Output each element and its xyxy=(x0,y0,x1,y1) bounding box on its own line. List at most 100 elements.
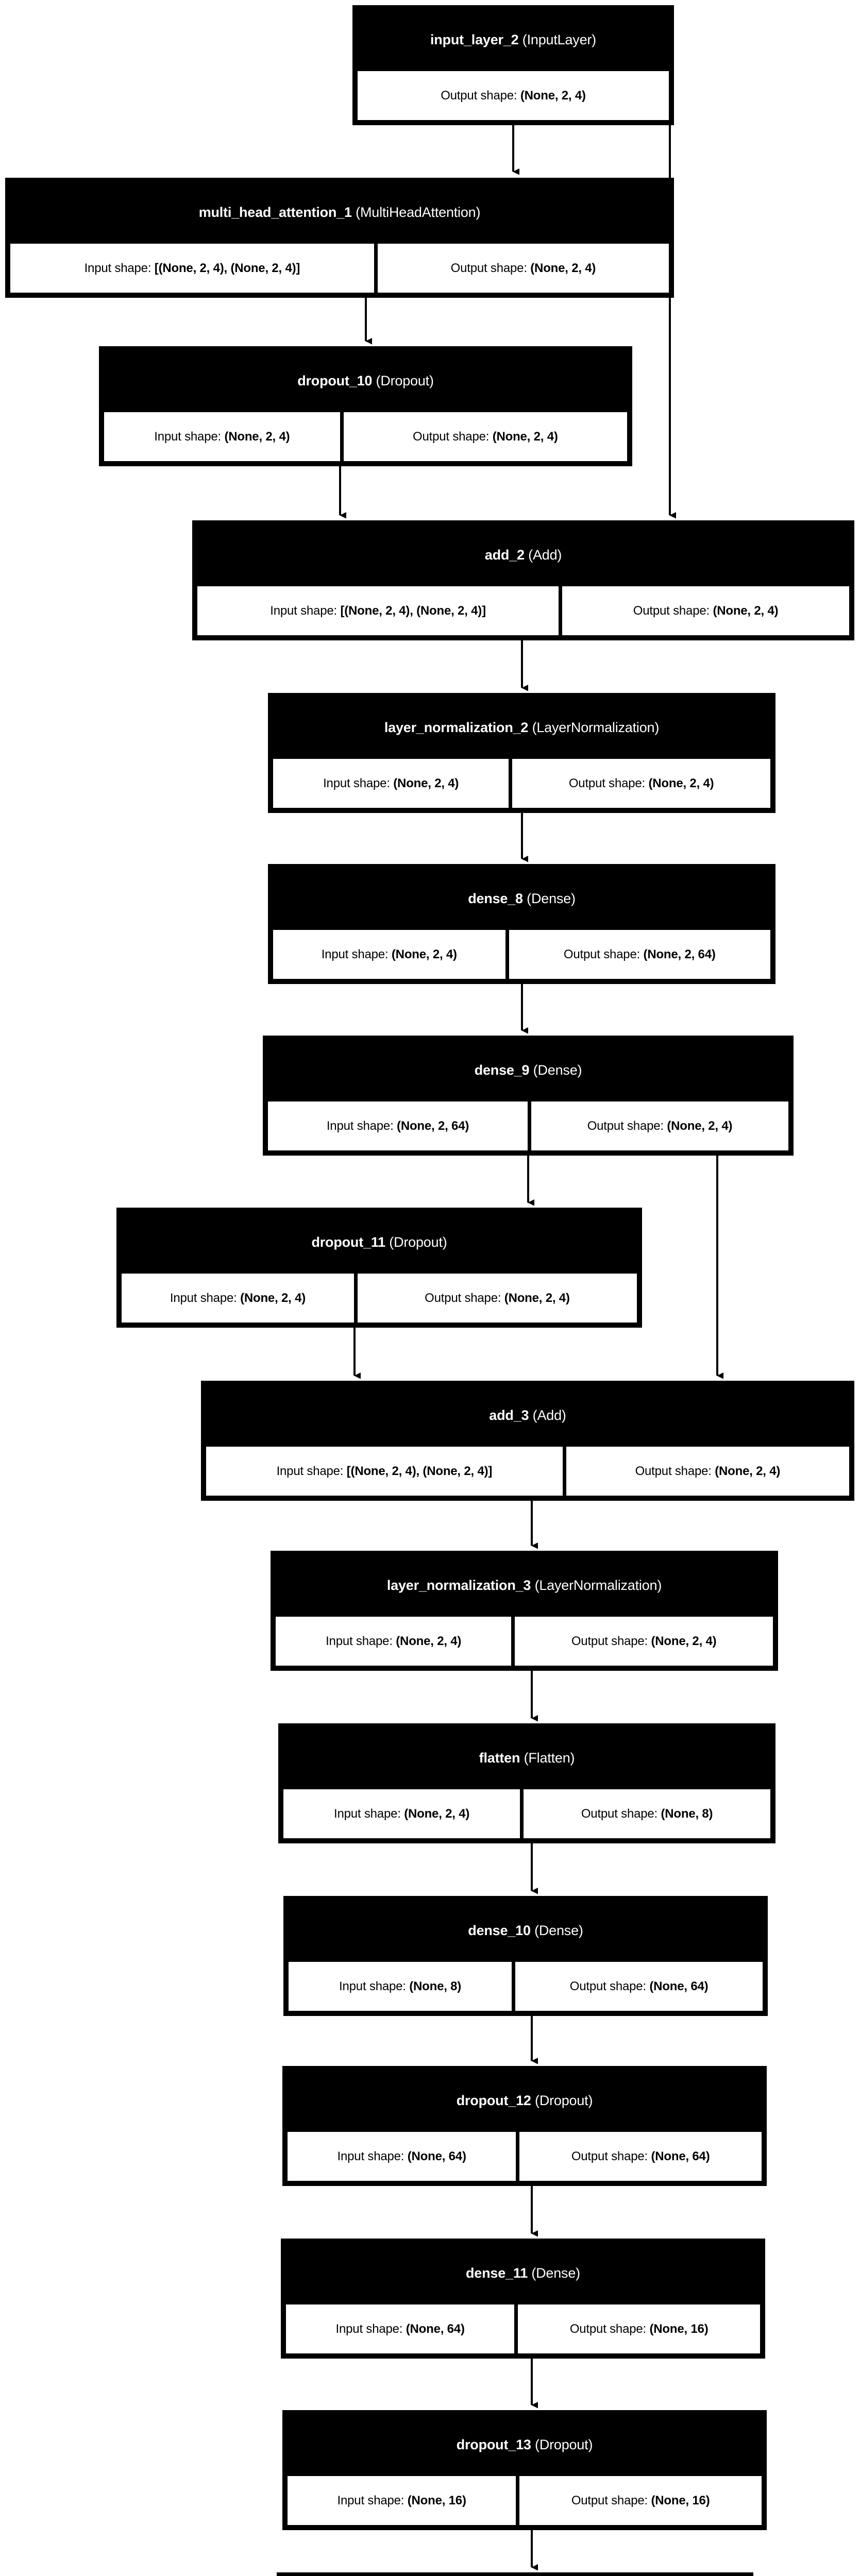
input-shape-label: Input shape: xyxy=(337,2493,404,2507)
input-shape-label: Input shape: xyxy=(270,603,337,618)
output-shape-label: Output shape: xyxy=(569,2321,646,2336)
node-name-add_2: add_2 xyxy=(484,547,525,563)
input-shape-cell-dense_10: Input shape: (None, 8) xyxy=(288,1961,513,2011)
node-name-multi_head_attention_1: multi_head_attention_1 xyxy=(198,205,352,221)
node-shapes-dense_10: Input shape: (None, 8)Output shape: (Non… xyxy=(288,1961,763,2011)
output-shape-label: Output shape: xyxy=(413,429,490,444)
node-dense_9[interactable]: dense_9 (Dense) Input shape: (None, 2, 64… xyxy=(263,1036,794,1156)
node-dense_10[interactable]: dense_10 (Dense) Input shape: (None, 8)Ou… xyxy=(283,1896,768,2016)
node-name-dropout_13: dropout_13 xyxy=(456,2437,531,2453)
input-shape-value: (None, 2, 4) xyxy=(404,1806,470,1821)
node-dropout_12[interactable]: dropout_12 (Dropout) Input shape: (None, … xyxy=(282,2066,767,2186)
output-shape-label: Output shape: xyxy=(450,261,527,275)
node-title-multi_head_attention_1: multi_head_attention_1 (MultiHeadAttenti… xyxy=(6,178,673,243)
input-shape-value: [(None, 2, 4), (None, 2, 4)] xyxy=(154,261,300,275)
node-shapes-multi_head_attention_1: Input shape: [(None, 2, 4), (None, 2, 4)… xyxy=(10,243,669,293)
output-shape-label: Output shape: xyxy=(563,947,640,961)
node-type-layer_normalization_3: (LayerNormalization) xyxy=(534,1578,662,1594)
input-shape-cell-add_2: Input shape: [(None, 2, 4), (None, 2, 4)… xyxy=(197,586,560,636)
node-type-flatten: (Flatten) xyxy=(524,1750,575,1766)
output-shape-cell-add_2: Output shape: (None, 2, 4) xyxy=(562,586,850,636)
node-type-dropout_11: (Dropout) xyxy=(389,1234,447,1250)
node-shapes-dropout_12: Input shape: (None, 64)Output shape: (No… xyxy=(287,2131,762,2181)
node-title-dropout_13: dropout_13 (Dropout) xyxy=(283,2411,766,2476)
node-dropout_10[interactable]: dropout_10 (Dropout)Input shape: (None, … xyxy=(99,346,632,466)
node-layer_normalization_3[interactable]: layer_normalization_3 (LayerNormalizatio… xyxy=(271,1551,778,1671)
input-shape-label: Input shape: xyxy=(326,1634,393,1648)
node-add_3[interactable]: add_3 (Add)Input shape: [(None, 2, 4), (… xyxy=(201,1381,854,1501)
input-shape-value: (None, 2, 4) xyxy=(391,947,457,961)
node-dense_8[interactable]: dense_8 (Dense)Input shape: (None, 2, 4)… xyxy=(268,864,775,984)
output-shape-value: (None, 2, 4) xyxy=(648,776,714,790)
input-shape-value: (None, 2, 4) xyxy=(240,1291,306,1305)
node-title-dense_12: dense_12 (Dense) xyxy=(277,2573,753,2576)
input-shape-label: Input shape: xyxy=(337,2149,404,2163)
input-shape-value: (None, 64) xyxy=(406,2321,465,2336)
node-type-add_3: (Add) xyxy=(532,1408,566,1423)
output-shape-cell-add_3: Output shape: (None, 2, 4) xyxy=(565,1446,850,1496)
node-shapes-flatten: Input shape: (None, 2, 4)Output shape: (… xyxy=(283,1789,771,1839)
input-shape-cell-dropout_13: Input shape: (None, 16) xyxy=(287,2476,517,2526)
node-dense_11[interactable]: dense_11 (Dense) Input shape: (None, 64) O… xyxy=(281,2239,765,2359)
input-shape-cell-layer_normalization_3: Input shape: (None, 2, 4) xyxy=(275,1616,512,1666)
output-shape-cell-multi_head_attention_1: Output shape: (None, 2, 4) xyxy=(377,243,669,293)
node-add_2[interactable]: add_2 (Add)Input shape: [(None, 2, 4), (… xyxy=(192,520,854,640)
node-type-dense_8: (Dense) xyxy=(527,891,576,907)
output-shape-cell-dense_8: Output shape: (None, 2, 64) xyxy=(508,929,771,979)
output-shape-label: Output shape: xyxy=(587,1118,664,1133)
input-shape-label: Input shape: xyxy=(276,1464,344,1478)
node-dropout_13[interactable]: dropout_13 (Dropout)Input shape: (None, … xyxy=(282,2410,767,2530)
input-shape-value: (None, 2, 64) xyxy=(397,1118,469,1133)
output-shape-cell-dense_9: Output shape: (None, 2, 4) xyxy=(531,1101,789,1151)
input-shape-label: Input shape: xyxy=(321,947,389,961)
node-name-dropout_12: dropout_12 xyxy=(456,2093,531,2109)
output-shape-label: Output shape: xyxy=(633,603,710,618)
node-shapes-dropout_10: Input shape: (None, 2, 4)Output shape: (… xyxy=(104,412,628,462)
node-shapes-layer_normalization_2: Input shape: (None, 2, 4)Output shape: (… xyxy=(273,758,771,808)
input-shape-cell-dropout_10: Input shape: (None, 2, 4) xyxy=(104,412,341,462)
input-shape-value: (None, 64) xyxy=(407,2149,466,2163)
input-shape-label: Input shape: xyxy=(339,1979,406,1993)
input-shape-label: Input shape: xyxy=(84,261,151,275)
output-shape-value: (None, 2, 4) xyxy=(530,261,596,275)
node-type-multi_head_attention_1: (MultiHeadAttention) xyxy=(356,205,481,221)
node-title-dense_11: dense_11 (Dense) xyxy=(281,2239,765,2304)
node-title-layer_normalization_2: layer_normalization_2 (LayerNormalizatio… xyxy=(268,693,775,758)
output-shape-cell-input_layer_2: Output shape: (None, 2, 4) xyxy=(357,71,669,121)
output-shape-cell-layer_normalization_2: Output shape: (None, 2, 4) xyxy=(512,758,771,808)
node-type-dropout_13: (Dropout) xyxy=(535,2437,593,2453)
input-shape-value: (None, 2, 4) xyxy=(396,1634,462,1648)
output-shape-value: (None, 2, 4) xyxy=(492,429,558,444)
output-shape-label: Output shape: xyxy=(571,2493,648,2507)
output-shape-value: (None, 2, 4) xyxy=(713,603,779,618)
input-shape-cell-dropout_11: Input shape: (None, 2, 4) xyxy=(121,1273,355,1323)
output-shape-label: Output shape: xyxy=(571,2149,648,2163)
input-shape-cell-add_3: Input shape: [(None, 2, 4), (None, 2, 4)… xyxy=(206,1446,563,1496)
node-dropout_11[interactable]: dropout_11 (Dropout)Input shape: (None, … xyxy=(116,1208,642,1328)
node-type-dense_10: (Dense) xyxy=(534,1923,583,1939)
node-input_layer_2[interactable]: input_layer_2 (InputLayer)Output shape: … xyxy=(352,5,674,125)
output-shape-cell-dropout_11: Output shape: (None, 2, 4) xyxy=(357,1273,637,1323)
node-layer_normalization_2[interactable]: layer_normalization_2 (LayerNormalizatio… xyxy=(268,693,775,813)
node-title-dropout_12: dropout_12 (Dropout) xyxy=(283,2066,766,2131)
node-title-flatten: flatten (Flatten) xyxy=(279,1724,775,1789)
edge-paths xyxy=(339,125,723,2571)
node-type-layer_normalization_2: (LayerNormalization) xyxy=(532,720,660,736)
node-name-dense_11: dense_11 xyxy=(466,2265,528,2281)
node-multi_head_attention_1[interactable]: multi_head_attention_1 (MultiHeadAttenti… xyxy=(5,178,674,298)
output-shape-value: (None, 2, 4) xyxy=(520,88,586,103)
input-shape-value: [(None, 2, 4), (None, 2, 4)] xyxy=(346,1464,493,1478)
node-title-dense_9: dense_9 (Dense) xyxy=(263,1036,793,1101)
node-name-layer_normalization_2: layer_normalization_2 xyxy=(384,720,529,736)
input-shape-label: Input shape: xyxy=(326,1118,394,1133)
node-title-add_3: add_3 (Add) xyxy=(201,1381,854,1446)
node-flatten[interactable]: flatten (Flatten)Input shape: (None, 2, … xyxy=(278,1723,775,1843)
node-dense_12[interactable]: dense_12 (Dense)Input shape: (None, 16)O… xyxy=(277,2572,753,2576)
input-shape-cell-layer_normalization_2: Input shape: (None, 2, 4) xyxy=(273,758,510,808)
output-shape-cell-dropout_10: Output shape: (None, 2, 4) xyxy=(343,412,628,462)
node-shapes-dropout_11: Input shape: (None, 2, 4)Output shape: (… xyxy=(121,1273,637,1323)
node-shapes-dense_11: Input shape: (None, 64)Output shape: (No… xyxy=(285,2304,761,2354)
output-shape-value: (None, 2, 4) xyxy=(651,1634,717,1648)
node-name-dense_10: dense_10 xyxy=(468,1923,531,1939)
input-shape-label: Input shape: xyxy=(335,2321,403,2336)
